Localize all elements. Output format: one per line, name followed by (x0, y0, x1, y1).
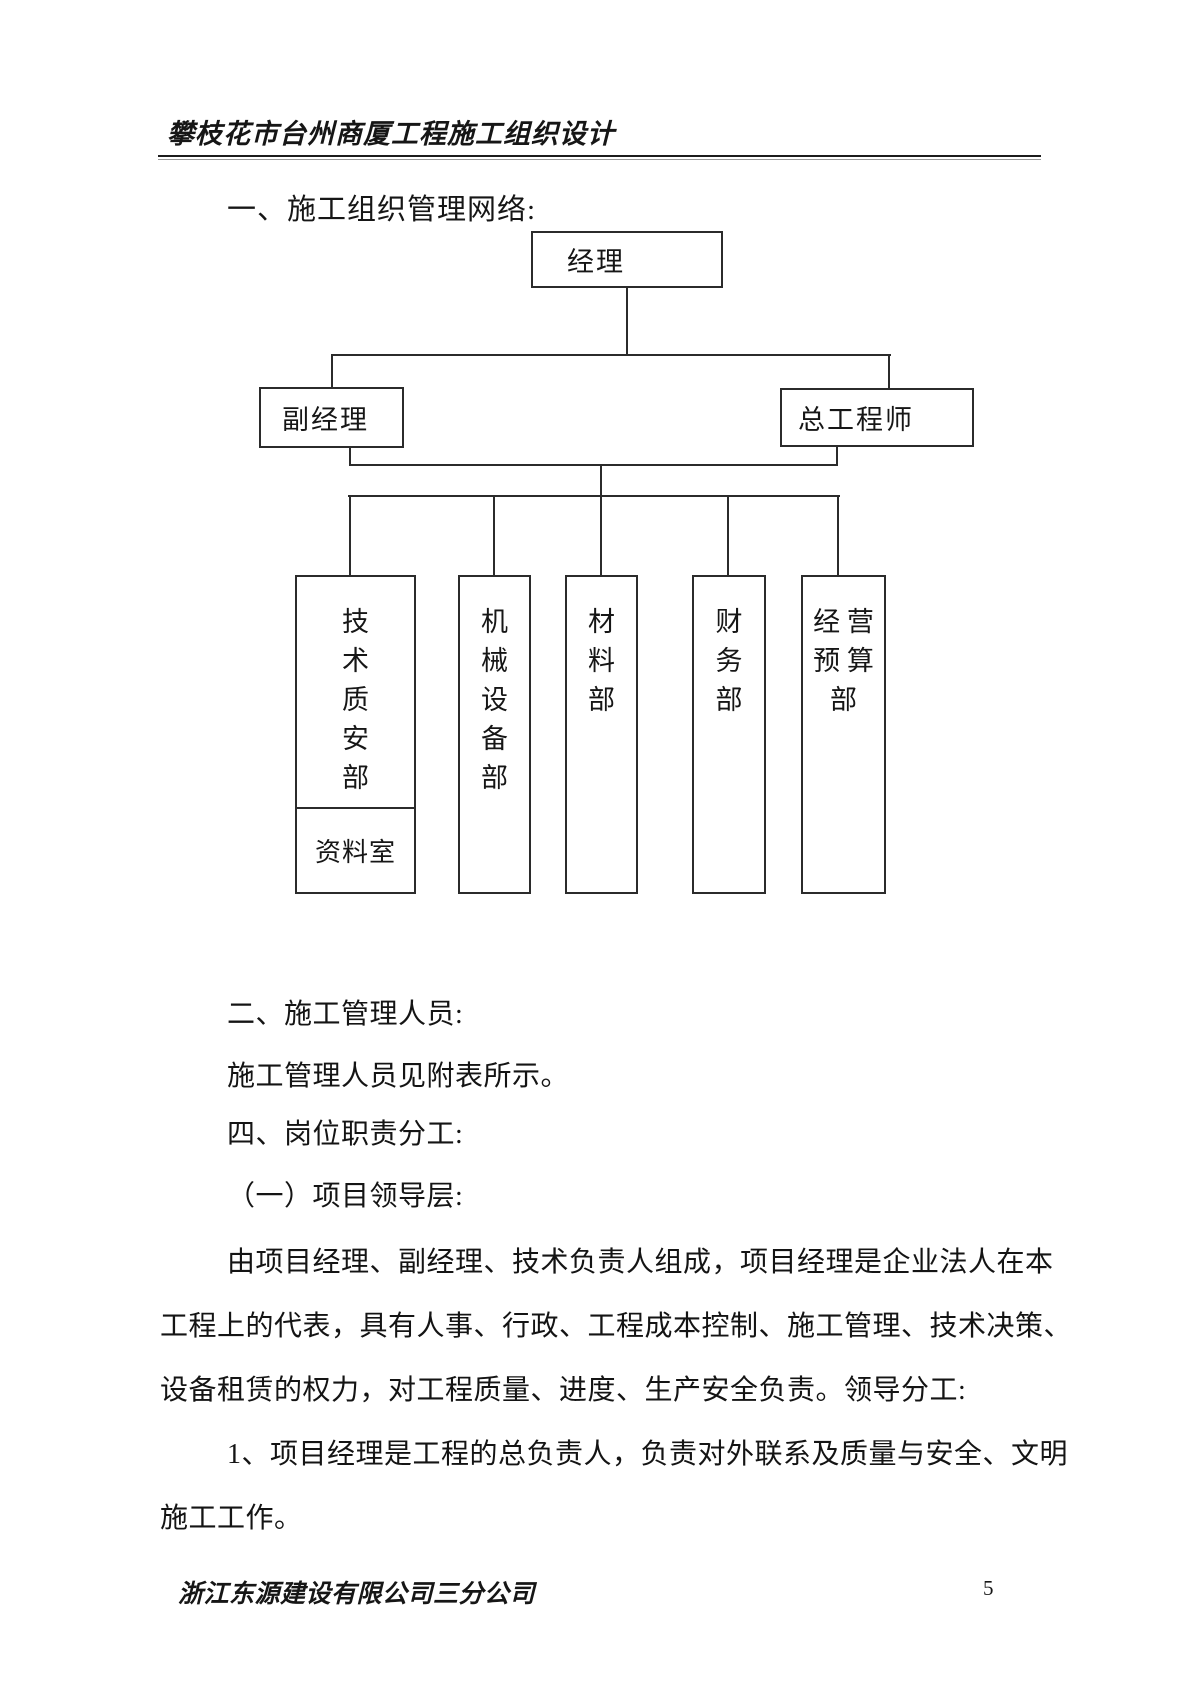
body-line-paragraph-1c: 设备租赁的权力，对工程质量、进度、生产安全负责。领导分工: (160, 1375, 967, 1406)
connector-line (493, 495, 495, 575)
org-box-deputy-manager-label: 副经理 (282, 405, 369, 435)
connector-line (600, 464, 602, 575)
page-number: 5 (983, 1576, 994, 1600)
org-box-manager: 经理 (531, 231, 723, 288)
org-box-dept-tech-quality-safety: 技 术 质 安 部 资料室 (295, 575, 416, 894)
connector-line (349, 495, 351, 575)
body-line-paragraph-1a: 由项目经理、副经理、技术负责人组成，项目经理是企业法人在本 (227, 1247, 1054, 1278)
org-box-deputy-manager: 副经理 (259, 387, 404, 448)
body-line-item-1a: 1、项目经理是工程的总负责人，负责对外联系及质量与安全、文明 (227, 1439, 1069, 1470)
connector-line (626, 288, 628, 355)
connector-line (331, 354, 333, 387)
header-title: 攀枝花市台州商厦工程施工组织设计 (167, 119, 615, 149)
org-box-chief-engineer: 总工程师 (780, 388, 974, 447)
org-box-manager-label: 经理 (567, 247, 625, 277)
connector-line (837, 495, 839, 575)
body-line-see-table: 施工管理人员见附表所示。 (227, 1061, 570, 1092)
connector-line (349, 464, 838, 466)
org-box-dept-materials: 材 料 部 (565, 575, 638, 894)
header-rule-shadow (158, 159, 1041, 160)
dept-label: 机 械 设 备 部 (481, 607, 508, 793)
header-rule (158, 155, 1041, 157)
org-box-dept-operations-budget: 经 营 预 算 部 (801, 575, 886, 894)
dept-label: 技 术 质 安 部 (342, 607, 369, 793)
dept-label: 经 营 预 算 部 (813, 607, 874, 715)
section-title: 一、施工组织管理网络: (227, 194, 537, 226)
connector-line (349, 448, 351, 466)
org-box-chief-engineer-label: 总工程师 (798, 405, 914, 435)
sub-room-divider (295, 807, 416, 809)
org-box-dept-finance: 财 务 部 (692, 575, 766, 894)
body-line-subsection-1: （一）项目领导层: (227, 1181, 464, 1212)
dept-label: 财 务 部 (715, 607, 743, 715)
footer-company: 浙江东源建设有限公司三分公司 (178, 1581, 536, 1608)
body-line-section-2: 二、施工管理人员: (227, 999, 464, 1030)
connector-line (888, 354, 890, 388)
connector-line (348, 495, 840, 497)
sub-room-label: 资料室 (314, 838, 396, 867)
dept-label: 材 料 部 (588, 607, 615, 715)
body-line-item-1b: 施工工作。 (160, 1503, 303, 1534)
body-line-paragraph-1b: 工程上的代表，具有人事、行政、工程成本控制、施工管理、技术决策、 (160, 1311, 1073, 1342)
org-box-dept-machinery-equipment: 机 械 设 备 部 (458, 575, 531, 894)
connector-line (836, 447, 838, 466)
body-line-section-4: 四、岗位职责分工: (227, 1119, 464, 1150)
connector-line (331, 354, 891, 356)
connector-line (727, 495, 729, 575)
